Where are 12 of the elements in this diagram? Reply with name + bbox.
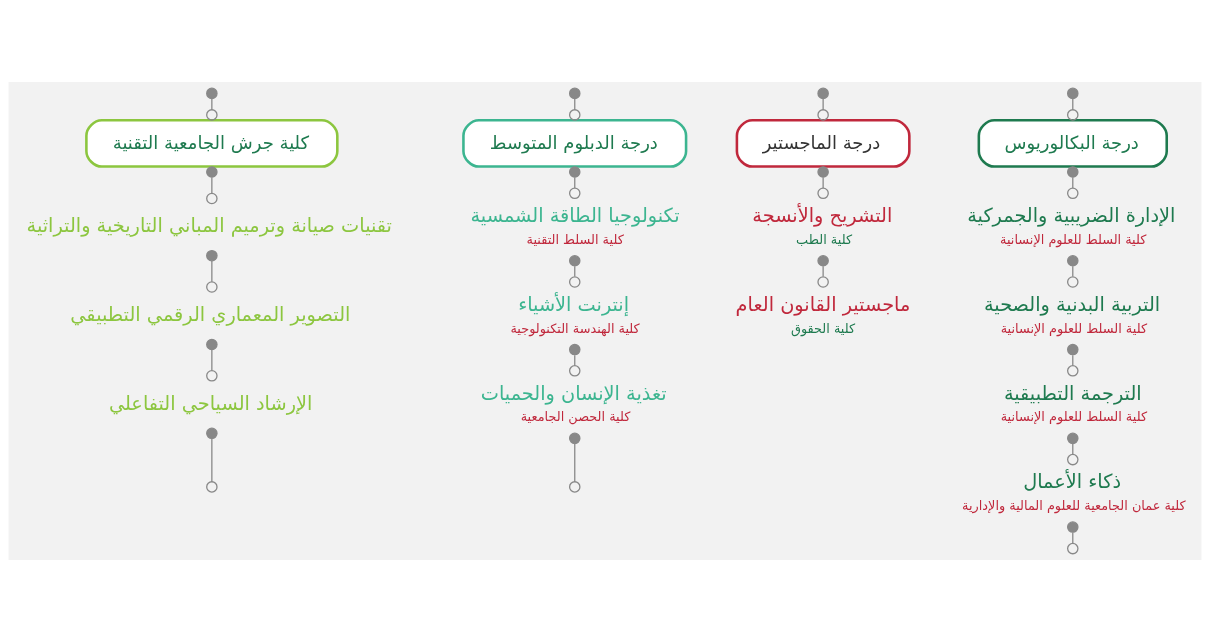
node-text: تغذية الإنسان والحميات كلية الحصن الجامعية — [480, 381, 667, 425]
node-text: تقنيات صيانة وترميم المباني التاريخية والتراثية — [26, 214, 392, 238]
node-text: الإرشاد السياحي التفاعلي — [108, 391, 313, 415]
node-text: إنترنت الأشياء كلية الهندسة التكنولوجية — [510, 292, 640, 336]
node-text: الترجمة التطبيقية كلية السلط للعلوم الإنسانية — [1000, 381, 1148, 425]
node-text: ذكاء الأعمال كلية عمان الجامعية للعلوم المالية والإدارية — [962, 470, 1186, 514]
node-text: ماجستير القانون العام كلية الحقوق — [735, 292, 911, 336]
node-text: التشريح والأنسجة كلية الطب — [752, 203, 893, 247]
node-text: التصوير المعماري الرقمي التطبيقي — [70, 303, 351, 326]
node-text: تكنولوجيا الطاقة الشمسية كلية السلط التقنية — [470, 203, 680, 247]
node-text: الإدارة الضريبية والجمركية كلية السلط للعلوم الإنسانية — [967, 203, 1176, 247]
node-text: التربية البدنية والصحية كلية السلط للعلوم الإنسانية — [983, 292, 1161, 336]
